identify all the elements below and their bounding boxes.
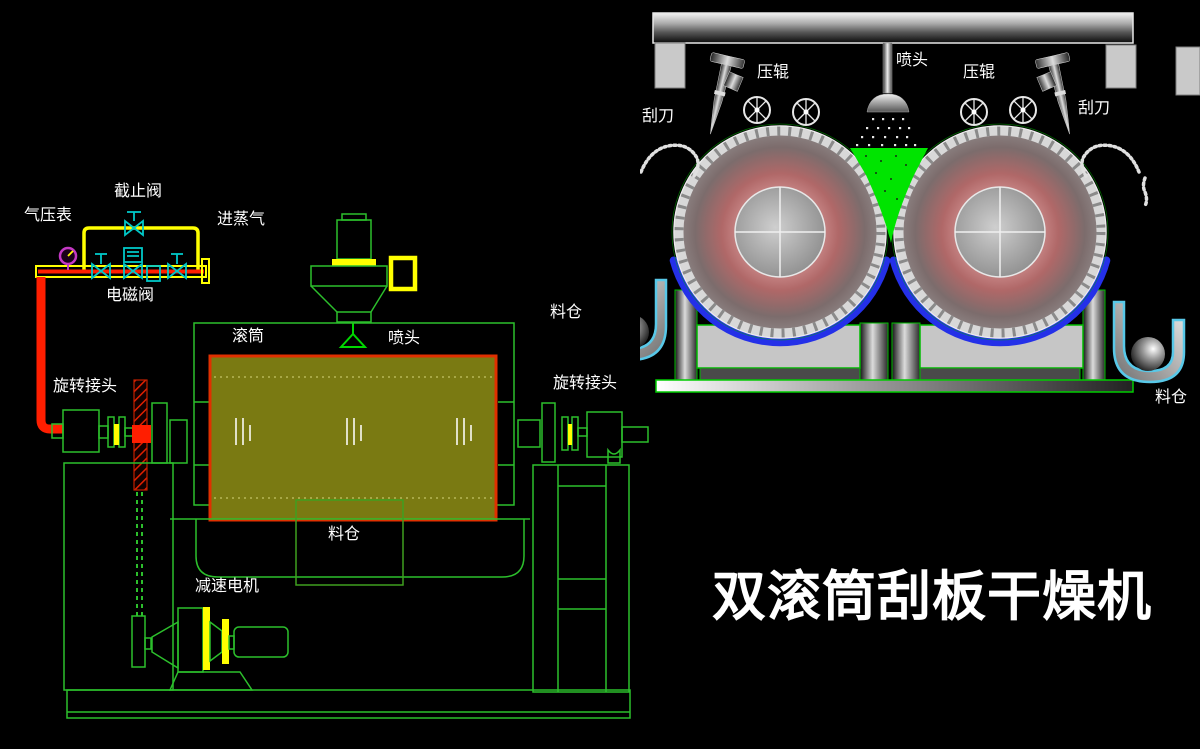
pressure-gauge-icon xyxy=(58,246,78,270)
product-ball xyxy=(640,317,649,347)
drum-rim-hatch xyxy=(894,126,1106,338)
support-slab xyxy=(699,367,861,381)
press-roller xyxy=(960,98,988,126)
right-pedestal xyxy=(532,464,630,693)
label-hopper-side: 料仓 xyxy=(328,524,361,543)
press-roller xyxy=(1009,96,1037,124)
label-steam-inlet: 进蒸气 xyxy=(217,209,266,228)
motor-mount xyxy=(168,671,254,691)
collection-pan xyxy=(170,518,530,578)
scraper-tool-left xyxy=(709,52,745,135)
spray-nozzle xyxy=(866,42,910,113)
product-ribbon-right xyxy=(1080,143,1149,208)
feed-assembly xyxy=(310,213,418,348)
feed-pool xyxy=(850,148,928,243)
gear-motor xyxy=(151,607,289,691)
support-slab xyxy=(919,367,1081,381)
front-view-drawing xyxy=(640,12,1200,393)
beam-support-far-right xyxy=(1175,46,1200,96)
solenoid-valve-icon xyxy=(123,247,161,282)
label-scraper-right: 刮刀 xyxy=(1078,98,1111,117)
pool-specks xyxy=(865,155,907,200)
inlet-valve-icon xyxy=(91,253,111,280)
top-beam xyxy=(652,12,1134,44)
drum-right xyxy=(889,123,1111,347)
stop-valve-icon xyxy=(124,211,144,237)
product-ribbon-left xyxy=(640,143,700,178)
feed-side-port xyxy=(388,255,418,292)
base-bar xyxy=(655,379,1134,393)
press-rollers xyxy=(743,96,1037,126)
label-press-roller-left: 压辊 xyxy=(757,62,790,81)
label-spray-head-side: 喷头 xyxy=(388,328,421,347)
level-tick-marks xyxy=(235,418,472,445)
drum-left xyxy=(669,123,891,347)
scraper-tool-right xyxy=(1035,52,1071,135)
drive-pulley xyxy=(132,379,151,491)
drum-body xyxy=(208,354,498,522)
label-rotary-joint-left: 旋转接头 xyxy=(53,376,118,395)
product-ball xyxy=(1131,337,1165,371)
left-rotary-joint xyxy=(51,409,136,453)
drum-rim-hatch xyxy=(674,126,886,338)
discharge-hopper-left xyxy=(640,278,668,361)
material-hopper-box xyxy=(295,499,404,586)
label-press-roller-right: 压辊 xyxy=(963,62,996,81)
base-frame xyxy=(66,689,631,719)
discharge-hopper-right xyxy=(1112,300,1186,384)
right-rotary-joint xyxy=(517,402,649,464)
feed-funnel xyxy=(310,285,388,313)
steam-pipe-red xyxy=(36,277,63,434)
outlet-valve-icon xyxy=(167,253,187,280)
drive-chain xyxy=(131,492,152,668)
beam-support-right xyxy=(1105,44,1137,89)
label-rotary-joint-right: 旋转接头 xyxy=(553,373,618,392)
label-gear-motor: 减速电机 xyxy=(195,576,260,595)
label-hopper-front-left: 料仓 xyxy=(550,302,583,321)
label-spray-head-front: 喷头 xyxy=(896,50,929,69)
press-roller xyxy=(743,96,771,124)
press-roller xyxy=(792,98,820,126)
beam-support-left xyxy=(654,42,686,89)
label-solenoid-valve: 电磁阀 xyxy=(106,285,155,304)
left-pedestal xyxy=(63,462,174,691)
label-stop-valve: 截止阀 xyxy=(114,181,163,200)
spray-droplets xyxy=(856,118,917,147)
page-title: 双滚筒刮板干燥机 xyxy=(712,565,1152,628)
support-pillar xyxy=(859,322,889,383)
side-view-drawing xyxy=(35,211,649,719)
label-drum: 滚筒 xyxy=(232,326,265,345)
spray-nozzle-icon xyxy=(338,332,368,348)
label-pressure-gauge: 气压表 xyxy=(24,205,73,224)
label-scraper-left: 刮刀 xyxy=(642,106,675,125)
label-hopper-front-right: 料仓 xyxy=(1155,387,1188,406)
support-pillar xyxy=(891,322,921,383)
feed-motor xyxy=(336,219,372,260)
